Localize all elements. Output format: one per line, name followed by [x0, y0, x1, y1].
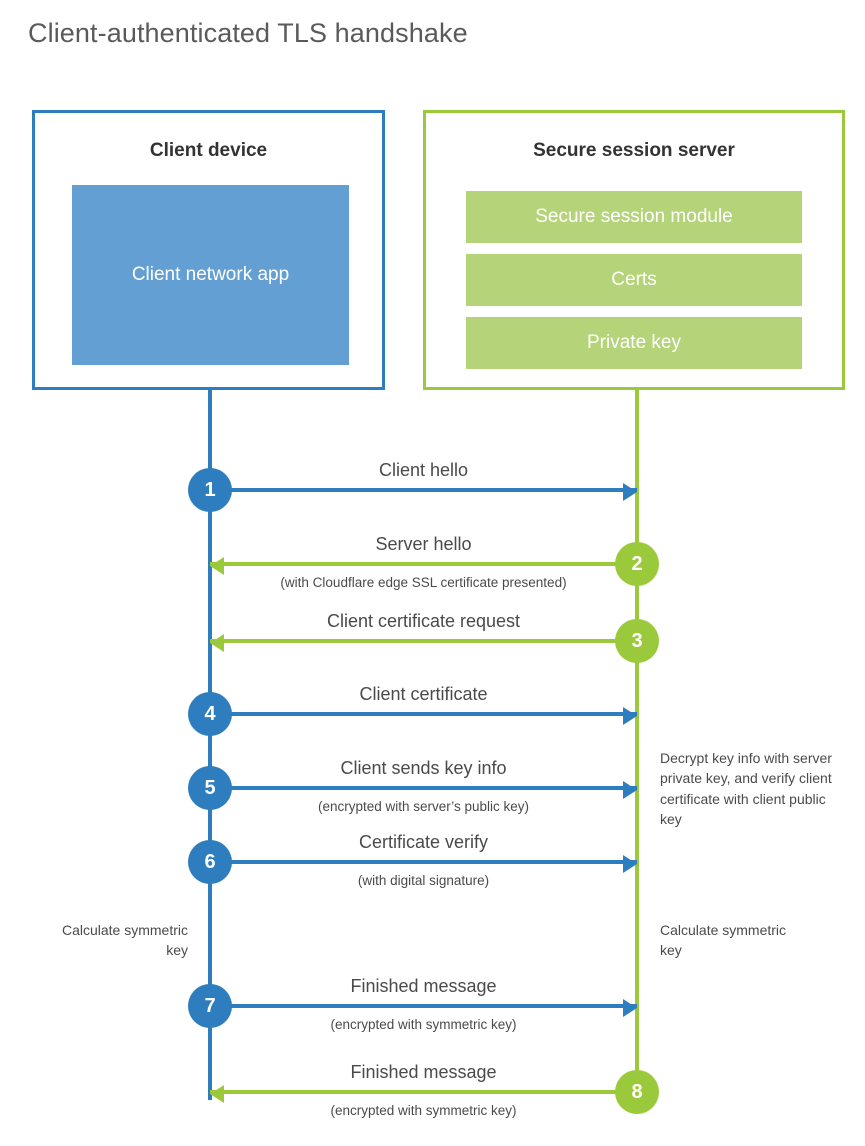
server-component-certs: Certs	[466, 254, 802, 306]
message-label-2: Server hello	[375, 534, 472, 554]
client-lifeline	[208, 390, 212, 1100]
annotation-client-calculate-symmetric-key: Calculate symmetric key	[61, 922, 188, 959]
secure-session-server-box: Secure session server Secure session mod…	[423, 110, 845, 390]
step-circle-6[interactable]: 6	[188, 840, 232, 884]
arrow-head-right-icon	[623, 483, 637, 501]
arrow-head-left-icon	[210, 1085, 224, 1103]
message-sublabel-5: (encrypted with server’s public key)	[317, 799, 530, 814]
server-component-private-key: Private key	[466, 317, 802, 369]
arrow-head-left-icon	[210, 634, 224, 652]
step-circle-5[interactable]: 5	[188, 766, 232, 810]
message-label-6: Certificate verify	[358, 832, 489, 852]
message-sublabel-8: (encrypted with symmetric key)	[330, 1103, 517, 1118]
message-label-3: Client certificate request	[326, 611, 521, 631]
arrow-head-right-icon	[623, 855, 637, 873]
arrow-line-7	[210, 1004, 637, 1008]
secure-session-server-title: Secure session server	[533, 140, 735, 161]
arrow-line-2	[210, 562, 637, 566]
client-network-app-block: Client network app	[72, 185, 349, 365]
client-device-box: Client device Client network app	[32, 110, 385, 390]
annotation-server-calculate-symmetric-key: Calculate symmetric key	[660, 922, 787, 959]
message-sublabel-7: (encrypted with symmetric key)	[330, 1017, 517, 1032]
message-sublabel-2: (with Cloudflare edge SSL certificate pr…	[280, 575, 567, 590]
step-circle-3[interactable]: 3	[615, 619, 659, 663]
message-label-7: Finished message	[350, 976, 497, 996]
step-circle-4[interactable]: 4	[188, 692, 232, 736]
client-device-title: Client device	[149, 140, 268, 161]
arrow-line-8	[210, 1090, 637, 1094]
arrow-line-4	[210, 712, 637, 716]
step-circle-8[interactable]: 8	[615, 1070, 659, 1114]
arrow-line-5	[210, 786, 637, 790]
arrow-line-1	[210, 488, 637, 492]
message-label-5: Client sends key info	[340, 758, 507, 778]
arrow-head-left-icon	[210, 557, 224, 575]
server-component-secure-session-module: Secure session module	[466, 191, 802, 243]
message-sublabel-6: (with digital signature)	[357, 873, 490, 888]
message-label-8: Finished message	[350, 1062, 497, 1082]
step-circle-7[interactable]: 7	[188, 984, 232, 1028]
step-circle-1[interactable]: 1	[188, 468, 232, 512]
page-title: Client-authenticated TLS handshake	[28, 18, 468, 48]
server-lifeline	[635, 390, 639, 1092]
arrow-head-right-icon	[623, 707, 637, 725]
message-label-4: Client certificate	[359, 684, 488, 704]
arrow-line-6	[210, 860, 637, 864]
arrow-head-right-icon	[623, 781, 637, 799]
arrow-head-right-icon	[623, 999, 637, 1017]
step-circle-2[interactable]: 2	[615, 542, 659, 586]
message-label-1: Client hello	[378, 460, 469, 480]
annotation-server-decrypt: Decrypt key info with server private key…	[660, 750, 832, 827]
arrow-line-3	[210, 639, 637, 643]
